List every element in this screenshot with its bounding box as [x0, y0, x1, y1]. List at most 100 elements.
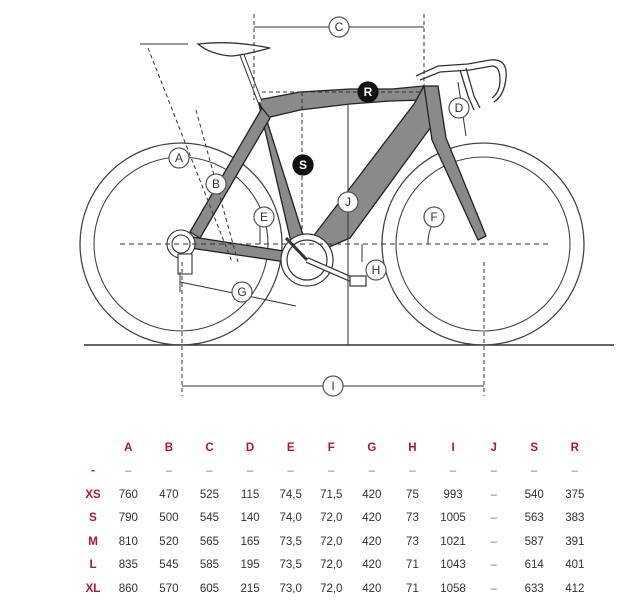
column-header: E — [286, 441, 295, 454]
dimension-lines — [140, 14, 485, 396]
label-J: J — [337, 191, 359, 213]
table-cell: 585 — [199, 559, 220, 572]
table-cell: 72,0 — [320, 512, 343, 525]
column-header: G — [367, 441, 377, 454]
table-cell: – — [287, 465, 294, 478]
table-cell: 540 — [524, 488, 544, 501]
seatpost-saddle — [196, 42, 271, 103]
table-cell: 73,5 — [279, 535, 302, 548]
row-header: - — [91, 465, 95, 478]
size-label: M — [88, 535, 98, 548]
table-cell: 500 — [159, 512, 179, 525]
label-I: I — [322, 375, 344, 397]
size-label: XL — [85, 582, 101, 595]
column-header: J — [490, 441, 497, 454]
table-cell: – — [409, 465, 416, 478]
table-cell: – — [490, 465, 497, 478]
handlebar — [415, 59, 507, 111]
table-cell: 563 — [524, 512, 544, 525]
table-cell: 760 — [118, 488, 138, 501]
table-row: - – – – – – – – – – – – – — [78, 460, 595, 484]
table-cell: 75 — [406, 488, 419, 501]
table-cell: 72,0 — [320, 582, 343, 595]
table-cell: 71 — [406, 582, 419, 595]
size-label: S — [89, 512, 97, 525]
table-cell: 520 — [159, 535, 179, 548]
table-cell: 412 — [565, 582, 585, 595]
label-H: H — [365, 259, 387, 281]
table-cell: – — [490, 582, 497, 595]
bike-frame — [185, 85, 487, 263]
table-cell: – — [206, 465, 213, 478]
label-A: A — [168, 147, 190, 169]
label-B: B — [205, 173, 227, 195]
label-text: F — [430, 210, 437, 224]
table-cell: – — [571, 465, 579, 478]
table-cell: 74,5 — [279, 488, 302, 501]
table-cell: – — [449, 465, 457, 478]
label-text: A — [175, 151, 183, 165]
table-cell: – — [368, 465, 376, 478]
column-header: H — [408, 441, 417, 454]
table-cell: 525 — [199, 488, 220, 501]
label-text: B — [212, 177, 220, 191]
table-cell: – — [246, 465, 254, 478]
table-cell: 71 — [406, 559, 419, 572]
label-text: R — [364, 85, 373, 99]
table-cell: 115 — [240, 488, 260, 501]
column-header: I — [451, 441, 455, 454]
table-cell: 1021 — [440, 535, 466, 548]
table-cell: 860 — [118, 582, 138, 595]
table-cell: 73 — [406, 535, 419, 548]
table-cell: – — [490, 535, 497, 548]
table-cell: 420 — [362, 488, 382, 501]
column-header: R — [570, 441, 579, 454]
size-label: XS — [85, 488, 101, 501]
table-cell: 401 — [565, 559, 585, 572]
table-cell: 72,0 — [320, 535, 343, 548]
table-cell: 383 — [565, 512, 585, 525]
column-header: C — [205, 441, 214, 454]
label-text: H — [372, 263, 381, 277]
table-cell: 470 — [159, 488, 179, 501]
column-header: B — [164, 441, 174, 454]
table-cell: 810 — [118, 535, 138, 548]
geometry-table: A B C D E F G H I J S R - – – – – – – – … — [78, 436, 595, 601]
label-text: C — [335, 20, 344, 34]
table-cell: 633 — [524, 582, 544, 595]
label-F: F — [423, 206, 445, 228]
table-cell: – — [531, 465, 538, 478]
crankset — [280, 233, 367, 287]
table-cell: 215 — [240, 582, 260, 595]
table-cell: 74,0 — [279, 512, 302, 525]
table-cell: 420 — [362, 559, 382, 572]
column-header: S — [530, 441, 539, 454]
label-S: S — [292, 154, 314, 176]
label-text: J — [345, 195, 351, 209]
table-cell: – — [125, 465, 132, 478]
column-header: F — [327, 441, 335, 454]
table-cell: 420 — [362, 582, 382, 595]
table-cell: 1005 — [440, 512, 466, 525]
table-cell: 835 — [118, 559, 138, 572]
column-header: D — [245, 441, 255, 454]
table-cell: 993 — [443, 488, 463, 501]
table-cell: 72,0 — [320, 559, 343, 572]
table-cell: 73 — [406, 512, 419, 525]
table-cell: 605 — [199, 582, 220, 595]
label-D: D — [448, 97, 470, 119]
label-E: E — [253, 206, 275, 228]
table-cell: – — [328, 465, 335, 478]
label-text: D — [455, 101, 464, 115]
table-cell: 420 — [362, 512, 382, 525]
corner-cell — [78, 436, 108, 460]
table-cell: 71,5 — [320, 488, 343, 501]
table-cell: 73,5 — [279, 559, 302, 572]
table-cell: 614 — [524, 559, 544, 572]
label-text: E — [260, 210, 268, 224]
column-header: A — [124, 441, 133, 454]
table-cell: 165 — [240, 535, 260, 548]
table-cell: 545 — [159, 559, 179, 572]
